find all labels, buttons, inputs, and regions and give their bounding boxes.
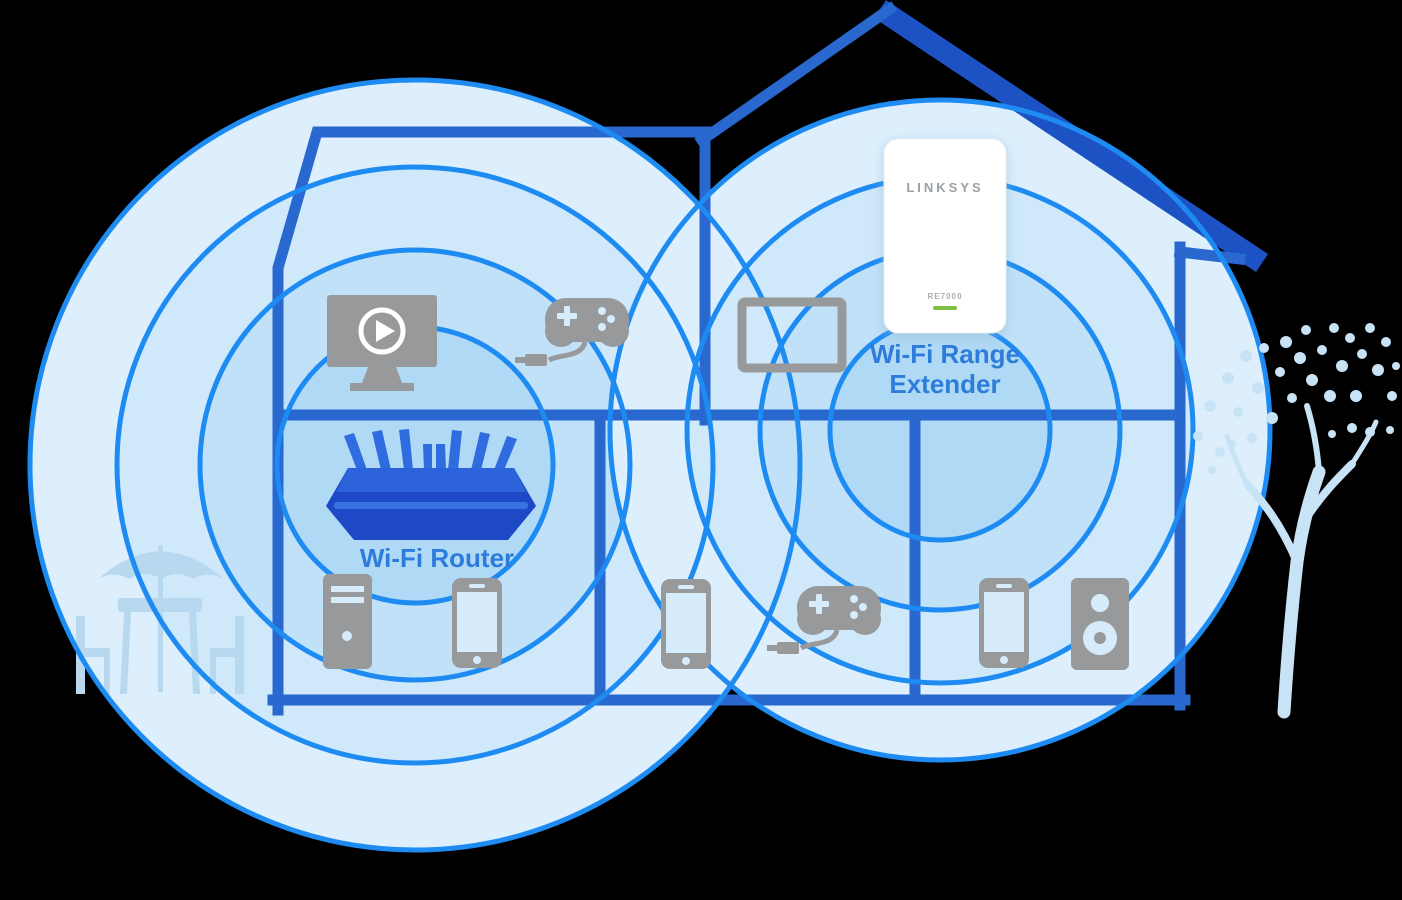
desktop-tower-icon [323, 574, 372, 669]
diagram-labels: Wi-Fi Router Wi-Fi Range Extender [360, 339, 1020, 573]
smartphone-icon [452, 578, 502, 668]
extender-led-indicator [933, 306, 957, 310]
tv-play-icon [327, 295, 437, 391]
extender-model-text: RE7000 [928, 292, 963, 301]
smartphone-icon [661, 579, 711, 669]
flat-screen-tv-icon [737, 297, 847, 373]
extender-label-line2: Extender [889, 369, 1000, 399]
roof-right-slope [874, 0, 1268, 272]
extender-label-line1: Wi-Fi Range [870, 339, 1020, 369]
router-label: Wi-Fi Router [360, 543, 514, 573]
wifi-router-device [326, 429, 536, 540]
range-extender-device: LINKSYS RE7000 [883, 138, 1007, 334]
extender-brand-text: LINKSYS [906, 180, 983, 195]
tree-icon [1193, 323, 1400, 719]
router-antennas [344, 429, 517, 470]
house-outline [267, 0, 1268, 716]
router-signal-rings [27, 77, 803, 853]
speaker-icon [1071, 578, 1129, 670]
smartphone-icon [979, 578, 1029, 668]
